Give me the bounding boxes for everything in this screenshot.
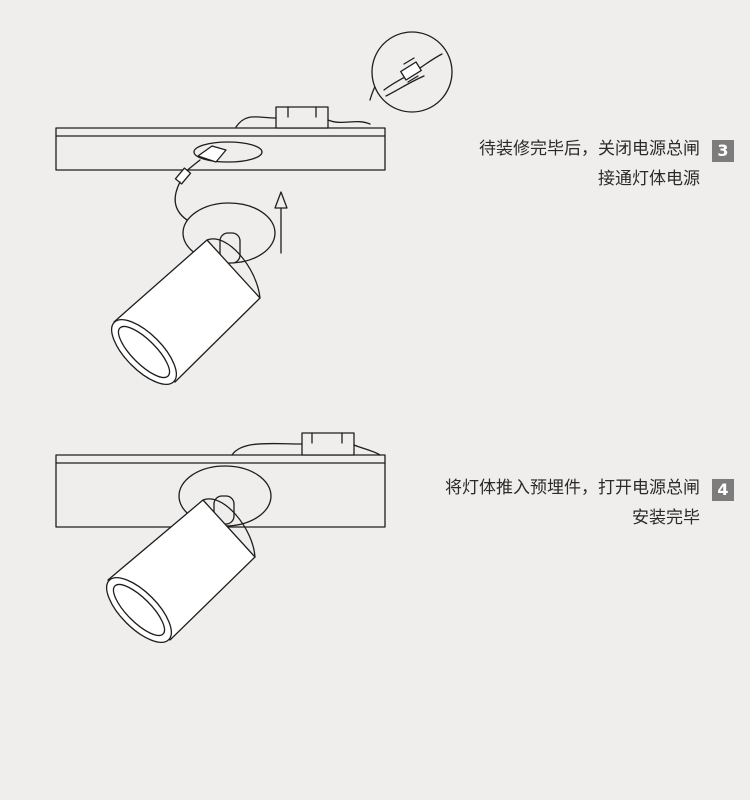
- step-3-illustration: [55, 31, 453, 385]
- step-4-line-1: 将灯体推入预埋件，打开电源总闸: [445, 478, 700, 498]
- ceiling-board: [55, 127, 386, 171]
- spotlight-fixture: [111, 202, 276, 385]
- driver-box: [235, 106, 371, 129]
- step-3-instructions: 待装修完毕后，关闭电源总闸 接通灯体电源: [479, 134, 700, 194]
- arrow-up-icon: [274, 191, 288, 254]
- ceiling-hole: [193, 141, 263, 163]
- step-4-badge: 4: [712, 479, 734, 501]
- step-3-line-1: 待装修完毕后，关闭电源总闸: [479, 139, 700, 159]
- driver-box: [231, 432, 381, 456]
- step-4-illustration: [55, 432, 386, 643]
- step-3-badge: 3: [712, 140, 734, 162]
- step-4-line-2: 安装完毕: [632, 508, 700, 528]
- spotlight-fixture: [106, 465, 272, 643]
- step-4-instructions: 将灯体推入预埋件，打开电源总闸 安装完毕: [445, 473, 700, 533]
- step-3-line-2: 接通灯体电源: [598, 169, 700, 189]
- connector-icon: [369, 31, 453, 113]
